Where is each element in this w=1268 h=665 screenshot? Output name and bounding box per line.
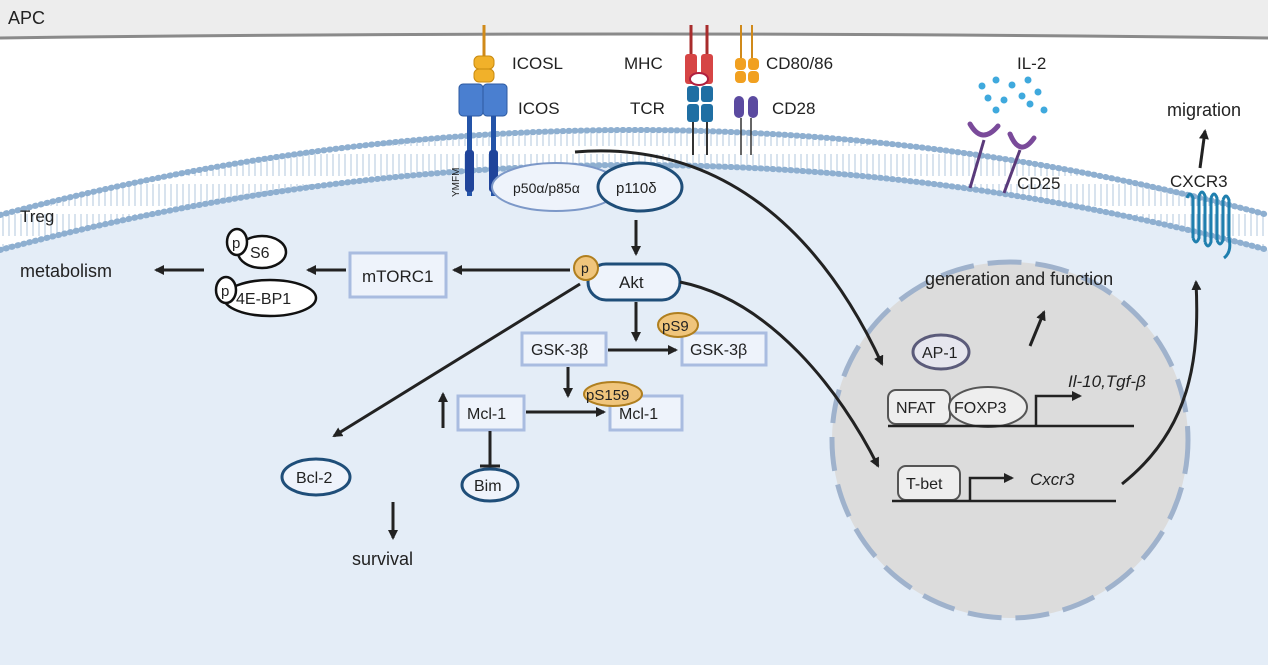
ps159-label: pS159 xyxy=(586,387,629,404)
migration-arrow xyxy=(1198,129,1209,169)
cxcr3-receptor: CXCR3 xyxy=(1170,172,1232,260)
apc-cell: APC xyxy=(0,0,1268,40)
mtorc1-node: mTORC1 xyxy=(348,251,448,299)
apc-label: APC xyxy=(8,8,45,28)
promoter-1-arrow xyxy=(1034,391,1082,426)
icosl-label: ICOSL xyxy=(512,54,563,73)
il2-cd25: IL-2 CD25 xyxy=(967,54,1060,194)
mhc-tcr-complex: MHC TCR xyxy=(624,25,713,155)
ap1-label: AP-1 xyxy=(922,345,958,362)
tcr-label: TCR xyxy=(630,99,665,118)
nucleus xyxy=(829,259,1191,621)
s6-p-label: p xyxy=(232,235,240,252)
akt-p-label: p xyxy=(581,260,589,276)
mtorc1-label: mTORC1 xyxy=(362,267,433,286)
cd28-label: CD28 xyxy=(772,99,815,118)
tcr-to-nfat-arrow xyxy=(574,149,884,366)
gsk3b-node: GSK-3β xyxy=(520,331,608,367)
gsk3b-label: GSK-3β xyxy=(531,342,588,359)
icos-label: ICOS xyxy=(518,99,560,118)
ymfm-label: YMFM xyxy=(451,168,462,197)
to-generation-arrow xyxy=(1028,310,1046,347)
migration-label: migration xyxy=(1167,100,1241,120)
cd25-label: CD25 xyxy=(1017,174,1060,193)
nfat-foxp3-complex: NFAT FOXP3 xyxy=(887,386,1028,428)
s6-label: S6 xyxy=(250,245,270,262)
p50-p85-label: p50α/p85α xyxy=(513,180,580,196)
mcl1-ps159-node: Mcl-1 pS159 xyxy=(583,381,684,432)
akt-label: Akt xyxy=(619,273,644,292)
cxcr3-label: CXCR3 xyxy=(1170,172,1228,191)
akt-to-tbet-arrow xyxy=(679,280,880,468)
survival-label: survival xyxy=(352,549,413,569)
cd80-86-label: CD80/86 xyxy=(766,54,833,73)
bcl2-node: Bcl-2 xyxy=(280,457,352,497)
tbet-node: T-bet xyxy=(897,465,961,501)
ap1-node: AP-1 xyxy=(911,333,971,371)
il10-tgfb-genes: Il-10,Tgf-β xyxy=(1068,372,1146,391)
bcl2-label: Bcl-2 xyxy=(296,470,333,487)
cxcr3-gene: Cxcr3 xyxy=(1030,470,1075,489)
4e-bp1-node: 4E-BP1 p xyxy=(214,275,318,318)
nfat-label: NFAT xyxy=(896,400,936,417)
mcl1-node: Mcl-1 xyxy=(456,394,526,432)
gsk3b-ps9-label: GSK-3β xyxy=(690,342,747,359)
il2-label: IL-2 xyxy=(1017,54,1046,73)
generation-label: generation and function xyxy=(925,269,1113,289)
gsk3b-ps9-node: GSK-3β pS9 xyxy=(657,312,768,367)
metabolism-label: metabolism xyxy=(20,261,112,281)
mcl1-label: Mcl-1 xyxy=(467,406,506,423)
4e-bp1-label: 4E-BP1 xyxy=(236,291,291,308)
il2-molecules xyxy=(978,76,1048,114)
tbet-label: T-bet xyxy=(906,476,943,493)
foxp3-label: FOXP3 xyxy=(954,400,1007,417)
p110-label: p110δ xyxy=(616,180,657,197)
ps9-label: pS9 xyxy=(662,318,689,335)
promoter-2-arrow xyxy=(968,473,1014,501)
mcl1-ps159-label: Mcl-1 xyxy=(619,406,658,423)
cd28-complex: CD80/86 CD28 xyxy=(734,25,833,155)
cxcr3-gene-to-receptor-arrow xyxy=(1121,280,1202,486)
bim-node: Bim xyxy=(460,467,520,503)
akt-to-bcl2-arrow xyxy=(332,282,581,438)
s6-node: S6 p xyxy=(225,227,288,270)
pi3k-complex: p50α/p85α p110δ xyxy=(491,161,684,213)
4e-bp1-p-label: p xyxy=(221,283,229,300)
mhc-label: MHC xyxy=(624,54,663,73)
treg-label: Treg xyxy=(20,207,54,226)
bim-label: Bim xyxy=(474,478,502,495)
